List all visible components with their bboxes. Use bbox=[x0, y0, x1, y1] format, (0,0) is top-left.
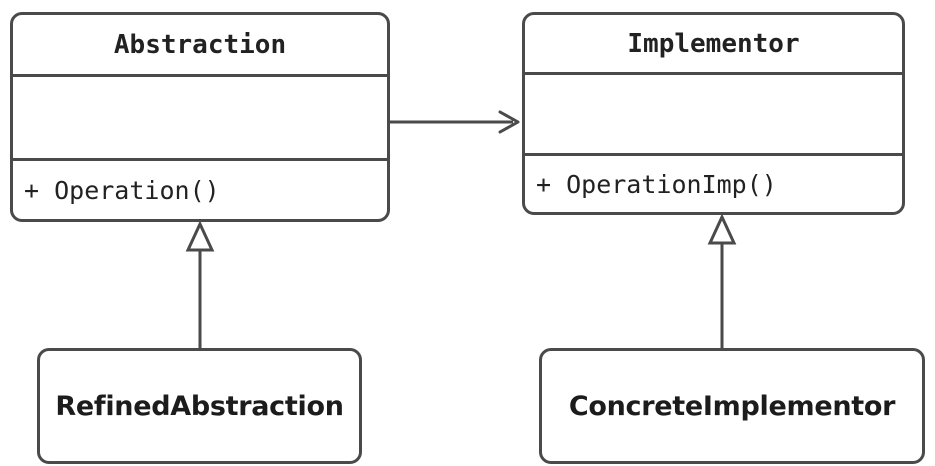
class-attributes-compartment bbox=[525, 72, 902, 153]
class-name-compartment: Implementor bbox=[525, 15, 902, 72]
association-abstraction-to-implementor bbox=[390, 110, 520, 134]
class-name-label: Abstraction bbox=[113, 29, 287, 60]
hollow-triangle-icon bbox=[707, 213, 737, 245]
class-name-label: RefinedAbstraction bbox=[55, 390, 344, 422]
class-operations-label: + OperationImp() bbox=[536, 169, 777, 199]
class-box-abstraction[interactable]: Abstraction + Operation() bbox=[10, 12, 390, 222]
open-arrow-icon bbox=[498, 110, 520, 134]
class-name-label: Implementor bbox=[627, 28, 800, 59]
class-box-refinedabstraction[interactable]: RefinedAbstraction bbox=[37, 348, 362, 464]
hollow-triangle-icon bbox=[185, 220, 215, 252]
generalization-refinedabstraction-to-abstraction bbox=[185, 220, 215, 348]
class-attributes-compartment bbox=[13, 74, 387, 158]
class-name-compartment: Abstraction bbox=[13, 15, 387, 74]
class-box-implementor[interactable]: Implementor + OperationImp() bbox=[522, 12, 905, 215]
class-operations-compartment: + OperationImp() bbox=[525, 153, 902, 212]
class-box-concreteimplementor[interactable]: ConcreteImplementor bbox=[539, 348, 925, 464]
class-name-label: ConcreteImplementor bbox=[568, 390, 896, 422]
class-operations-label: + Operation() bbox=[24, 175, 220, 205]
generalization-concreteimplementor-to-implementor bbox=[707, 213, 737, 348]
class-operations-compartment: + Operation() bbox=[13, 158, 387, 219]
